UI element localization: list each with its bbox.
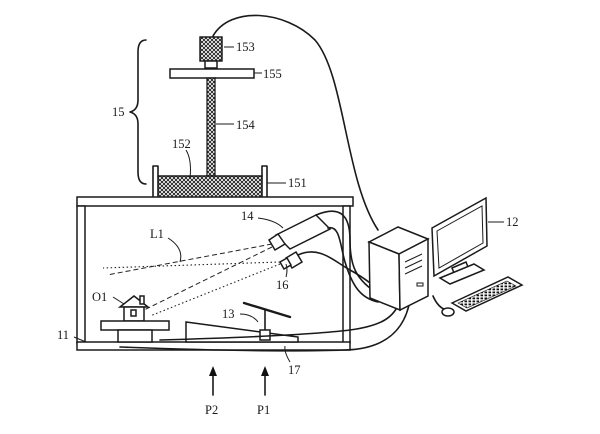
label-153: 153 — [236, 40, 255, 54]
leader-152 — [185, 149, 191, 179]
label-P1: P1 — [257, 403, 270, 417]
label-152: 152 — [172, 137, 191, 151]
monitor-12 — [431, 196, 488, 285]
leader-13 — [239, 313, 259, 323]
light-ray-upper — [106, 243, 273, 276]
label-14: 14 — [241, 209, 254, 223]
object-house-O1 — [117, 295, 151, 322]
chamber-top-plate — [76, 196, 354, 207]
plate-155 — [169, 68, 255, 79]
label-17: 17 — [288, 363, 301, 377]
leader-L1 — [167, 237, 182, 263]
leader-17 — [284, 345, 291, 363]
assembly-bracket — [129, 39, 147, 185]
bottom-cable — [159, 299, 401, 341]
computer-tower — [367, 226, 430, 312]
camera-cable — [212, 14, 379, 231]
label-155: 155 — [263, 67, 282, 81]
view-ray-upper — [102, 261, 281, 269]
arrow-P2-head — [209, 366, 217, 376]
label-13: 13 — [222, 307, 235, 321]
light-ray-to-object — [139, 246, 273, 313]
liquid-152 — [158, 176, 262, 198]
label-O1: O1 — [92, 290, 107, 304]
mirror-13 — [242, 301, 292, 341]
mouse — [432, 295, 455, 317]
projector-14 — [267, 210, 381, 303]
label-16: 16 — [276, 278, 289, 292]
label-11: 11 — [57, 328, 69, 342]
arrow-P1-head — [261, 366, 269, 376]
chamber-bottom-11 — [76, 341, 351, 351]
label-154: 154 — [236, 118, 256, 132]
bottom-cable-17 — [119, 299, 411, 352]
label-15: 15 — [112, 105, 125, 119]
object-platform — [100, 320, 170, 331]
chamber-left-wall — [76, 205, 86, 344]
leader-16 — [285, 263, 288, 278]
leader-11 — [73, 336, 87, 343]
label-151: 151 — [288, 176, 307, 190]
keyboard — [450, 276, 524, 312]
label-L1: L1 — [150, 227, 164, 241]
label-12: 12 — [506, 215, 519, 229]
platform-support — [117, 329, 153, 343]
leader-14 — [257, 217, 284, 229]
view-ray-to-object — [149, 263, 281, 317]
camera-153 — [199, 36, 223, 62]
leader-O1 — [112, 296, 125, 305]
camera-mount — [204, 60, 218, 69]
label-P2: P2 — [205, 403, 218, 417]
